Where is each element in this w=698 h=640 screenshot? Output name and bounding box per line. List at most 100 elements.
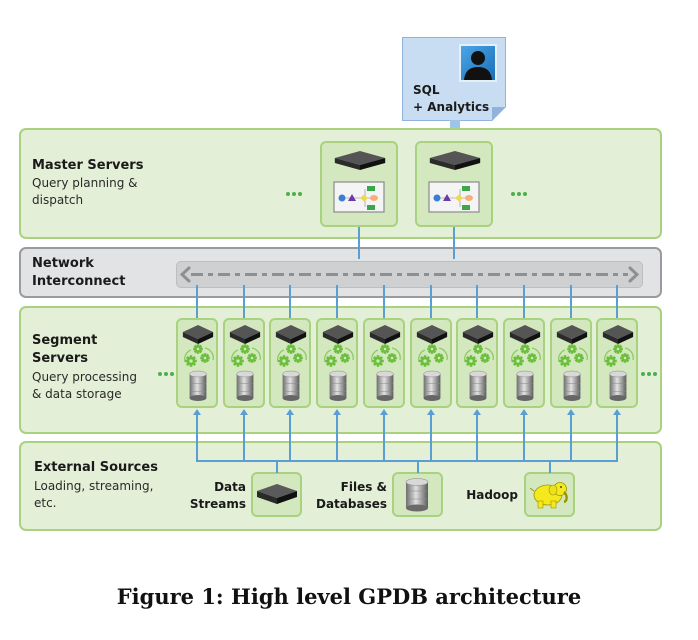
up-arrow-icon (520, 409, 528, 415)
segment-server-box (550, 318, 592, 408)
user-silhouette-icon (459, 44, 497, 82)
master-servers-subtitle-1: Query planning & (32, 176, 138, 190)
master-servers-title: Master Servers (32, 158, 144, 173)
server-icon (462, 325, 494, 344)
network-segment-link (430, 285, 432, 318)
external-segment-link (243, 413, 245, 462)
gears-icon (463, 344, 494, 367)
hadoop-elephant-icon (529, 482, 568, 509)
bidirectional-arrow-icon (179, 266, 640, 283)
network-segment-link (476, 285, 478, 318)
segment-server-box (363, 318, 405, 408)
up-arrow-icon (567, 409, 575, 415)
ellipsis-icon (158, 361, 176, 380)
source-bus-link (417, 460, 419, 473)
network-title-2: Interconnect (32, 274, 126, 289)
gears-icon (183, 344, 214, 367)
server-icon (369, 325, 401, 344)
server-icon (509, 325, 541, 344)
figure-caption: Figure 1: High level GPDB architecture (0, 584, 698, 609)
server-icon (429, 151, 481, 170)
source-bus-link (276, 460, 278, 473)
database-icon (236, 370, 254, 401)
gears-icon (510, 344, 541, 367)
database-icon (609, 370, 627, 401)
segment-title-2: Servers (32, 351, 89, 366)
hadoop-source (524, 472, 575, 517)
external-segment-link (289, 413, 291, 462)
external-segment-link (616, 413, 618, 462)
up-arrow-icon (613, 409, 621, 415)
up-arrow-icon (380, 409, 388, 415)
figure-title: High level GPDB architecture (231, 584, 582, 609)
network-segment-link (616, 285, 618, 318)
source-bus-link (549, 460, 551, 473)
interconnect-bus (176, 261, 643, 288)
master-network-link (358, 227, 360, 259)
ellipsis-icon (641, 361, 659, 380)
master-servers-subtitle-2: dispatch (32, 193, 84, 207)
server-icon (229, 325, 261, 344)
server-icon (182, 325, 214, 344)
files-databases-source (392, 472, 443, 517)
segment-title-1: Segment (32, 333, 98, 348)
sql-analytics-client: SQL + Analytics (402, 37, 506, 121)
sql-label: SQL (413, 83, 440, 97)
master-server-box (415, 141, 493, 227)
up-arrow-icon (286, 409, 294, 415)
segment-server-box (456, 318, 498, 408)
up-arrow-icon (473, 409, 481, 415)
gears-icon (370, 344, 401, 367)
database-icon (563, 370, 581, 401)
external-segment-link (336, 413, 338, 462)
gears-icon (276, 344, 307, 367)
external-segment-link (523, 413, 525, 462)
segment-subtitle-1: Query processing (32, 370, 137, 384)
ellipsis-icon (286, 181, 304, 200)
files-databases-label: Files & Databases (315, 480, 387, 511)
database-icon (376, 370, 394, 401)
network-segment-link (196, 285, 198, 318)
hadoop-label: Hadoop (466, 488, 518, 502)
server-icon (334, 151, 386, 170)
segment-server-box (269, 318, 311, 408)
up-arrow-icon (427, 409, 435, 415)
up-arrow-icon (333, 409, 341, 415)
gears-icon (557, 344, 588, 367)
database-icon (282, 370, 300, 401)
gears-icon (323, 344, 354, 367)
server-icon (257, 484, 297, 504)
server-icon (556, 325, 588, 344)
external-segment-link (570, 413, 572, 462)
ellipsis-icon (511, 181, 529, 200)
external-bus-line (196, 460, 618, 462)
database-icon (189, 370, 207, 401)
network-segment-link (289, 285, 291, 318)
database-icon (469, 370, 487, 401)
network-segment-link (523, 285, 525, 318)
database-icon (423, 370, 441, 401)
network-segment-link (243, 285, 245, 318)
analytics-label: + Analytics (413, 100, 490, 114)
network-title-1: Network (32, 256, 94, 271)
data-streams-source (251, 472, 302, 517)
network-segment-link (336, 285, 338, 318)
up-arrow-icon (240, 409, 248, 415)
external-title: External Sources (34, 460, 158, 475)
sql-analytics-label: SQL + Analytics (413, 82, 489, 116)
segment-subtitle-2: & data storage (32, 387, 122, 401)
page-fold-icon (492, 107, 506, 121)
segment-server-box (316, 318, 358, 408)
master-server-box (320, 141, 398, 227)
server-icon (602, 325, 634, 344)
external-subtitle-1: Loading, streaming, (34, 479, 154, 493)
network-interconnect-tier: Network Interconnect (19, 247, 662, 298)
gears-icon (603, 344, 634, 367)
server-icon (275, 325, 307, 344)
external-segment-link (196, 413, 198, 462)
network-segment-link (383, 285, 385, 318)
segment-server-box (596, 318, 638, 408)
network-segment-link (570, 285, 572, 318)
gears-icon (230, 344, 261, 367)
segment-server-box (503, 318, 545, 408)
